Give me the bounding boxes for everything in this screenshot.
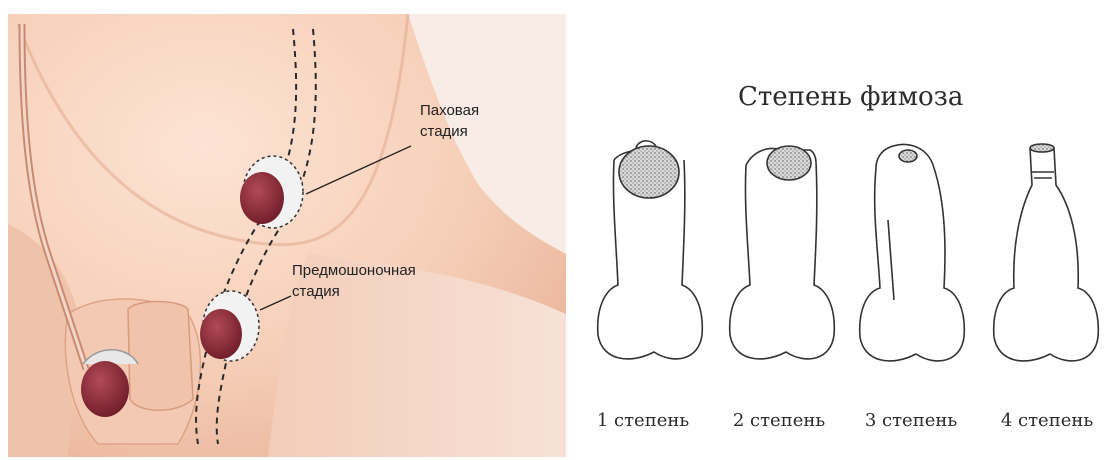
grade-label-1: 1 степень	[588, 410, 698, 431]
grade-label-2: 2 степень	[724, 410, 834, 431]
testicle-descent-illustration: Паховая стадия Предмошоночная стадия	[8, 14, 566, 457]
phimosis-grade-2-drawing	[730, 146, 835, 359]
phimosis-grade-3-drawing	[860, 144, 965, 361]
grade-label-3: 3 степень	[856, 410, 966, 431]
testicle-descent-drawing	[8, 14, 566, 457]
phimosis-grade-4-drawing	[994, 144, 1099, 361]
grade-label-4: 4 степень	[992, 410, 1102, 431]
phimosis-grades-figure: Степень фимоза	[574, 0, 1110, 460]
label-prescrotal-stage: Предмошоночная стадия	[292, 260, 416, 302]
label-inguinal-stage: Паховая стадия	[420, 100, 479, 142]
penis	[128, 302, 193, 411]
phimosis-drawings	[574, 0, 1110, 460]
phimosis-grade-1-drawing	[598, 141, 703, 359]
